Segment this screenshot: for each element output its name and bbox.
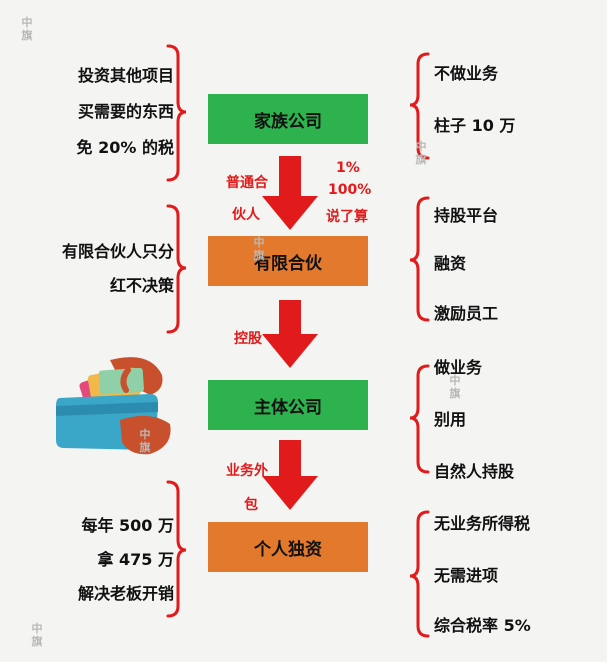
left-note-family-1: 投资其他项目 [77,66,174,85]
arrow-main-to-individual [262,440,318,510]
arrow-partnership-to-main [262,300,318,368]
wallet-illustration [56,357,171,455]
right-note-individual-3: 综合税率 5% [434,616,531,635]
watermark: 中旗 [139,428,151,454]
bracket-left-family [166,44,187,182]
left-note-individual-3: 解决老板开销 [77,584,174,603]
bracket-right-main [409,364,430,474]
watermark: 中旗 [253,236,265,262]
arrow3-left-label-2: 包 [244,497,258,513]
bracket-right-individual [409,510,430,638]
right-note-main-2: 别用 [434,410,467,429]
left-note-individual-2: 拿 475 万 [97,550,174,569]
bracket-right-family [409,52,430,160]
arrow1-right-label-1: 1% [336,160,360,176]
left-note-partnership-2: 红不决策 [109,276,174,295]
bracket-left-individual [166,480,187,618]
box-family-company: 家族公司 [208,94,368,144]
arrow3-left-label-1: 业务外 [226,463,268,479]
box-limited-partnership: 有限合伙 [208,236,368,286]
arrow1-left-label-2: 伙人 [232,207,260,223]
right-note-partnership-1: 持股平台 [434,206,499,225]
right-note-main-1: 做业务 [434,358,483,377]
left-note-partnership-1: 有限合伙人只分 [61,242,174,261]
arrow-family-to-partnership [262,156,318,230]
left-note-family-2: 买需要的东西 [77,102,174,121]
arrow1-right-label-2: 100% [328,182,372,198]
box-sole-proprietorship: 个人独资 [208,522,368,572]
box-main-company: 主体公司 [208,380,368,430]
watermark: 中旗 [31,622,43,648]
right-note-family-2: 柱子 10 万 [434,116,516,135]
right-note-partnership-2: 融资 [434,254,467,273]
watermark: 中旗 [21,16,33,42]
bracket-left-partnership [166,204,187,334]
right-note-partnership-3: 激励员工 [434,304,499,323]
watermark: 中旗 [415,140,427,166]
arrow2-left-label: 控股 [234,331,262,347]
bracket-right-partnership [409,196,430,322]
left-note-family-3: 免 20% 的税 [76,138,174,157]
arrow1-left-label-1: 普通合 [226,175,268,191]
left-note-individual-1: 每年 500 万 [81,516,174,535]
right-note-main-3: 自然人持股 [434,462,515,481]
arrow1-right-label-3: 说了算 [326,209,368,225]
right-note-individual-1: 无业务所得税 [434,514,531,533]
right-note-individual-2: 无需进项 [434,566,499,585]
right-note-family-1: 不做业务 [434,64,499,83]
watermark: 中旗 [449,374,461,400]
